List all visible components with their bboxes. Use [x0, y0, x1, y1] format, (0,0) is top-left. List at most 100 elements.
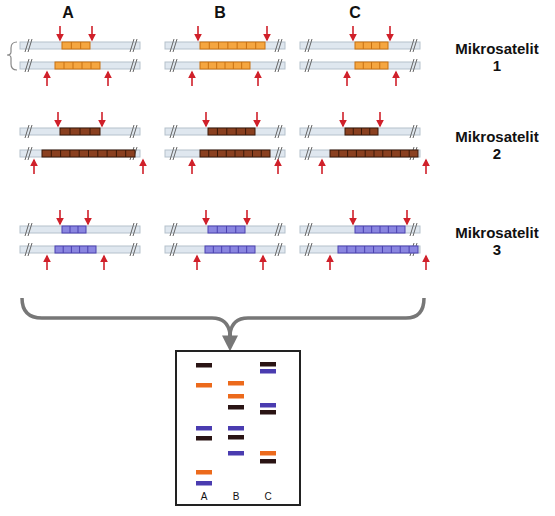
primer-arrow: [257, 72, 259, 86]
break-mark: [278, 125, 282, 138]
primer-arrow: [59, 210, 61, 224]
repeat-divider: [80, 42, 81, 49]
break-mark: [133, 59, 137, 72]
repeat-divider: [346, 246, 347, 253]
primer-arrow: [101, 112, 103, 126]
primer-arrow: [191, 72, 193, 86]
repeat-segment: [200, 150, 270, 157]
column-header: C: [345, 4, 365, 22]
chromosome-bar: [20, 42, 140, 49]
repeat-divider: [338, 150, 339, 157]
gel-band: [260, 369, 276, 374]
break-mark: [278, 223, 282, 236]
break-mark: [278, 147, 282, 160]
break-mark: [413, 125, 417, 138]
repeat-divider: [353, 128, 354, 135]
repeat-divider: [237, 42, 238, 49]
primer-arrow: [196, 256, 198, 270]
primer-arrow: [346, 72, 348, 86]
primer-arrow: [262, 256, 264, 270]
chromosome-bar: [300, 150, 420, 157]
repeat-divider: [79, 246, 80, 253]
break-mark: [173, 223, 177, 236]
repeat-divider: [391, 246, 392, 253]
gel-band: [260, 362, 276, 367]
gel-band: [260, 410, 276, 415]
repeat-divider: [88, 150, 89, 157]
repeat-divider: [230, 246, 231, 253]
primer-arrow: [57, 112, 59, 126]
repeat-divider: [241, 62, 242, 69]
primer-arrow: [91, 26, 93, 40]
primer-arrow: [342, 112, 344, 126]
primer-arrow: [46, 72, 48, 86]
repeat-divider: [208, 150, 209, 157]
break-mark: [278, 39, 282, 52]
break-mark: [28, 223, 32, 236]
break-mark: [28, 39, 32, 52]
gel-band: [196, 470, 212, 475]
repeat-divider: [400, 246, 401, 253]
repeat-divider: [363, 62, 364, 69]
primer-arrow: [103, 256, 105, 270]
repeat-divider: [78, 226, 79, 233]
break-mark: [173, 125, 177, 138]
repeat-segment: [330, 150, 418, 157]
gel-band: [228, 394, 244, 399]
break-mark: [173, 243, 177, 256]
break-mark: [133, 243, 137, 256]
break-mark: [413, 59, 417, 72]
repeat-divider: [70, 226, 71, 233]
chromosome-bar: [165, 246, 285, 253]
repeat-segment: [355, 42, 388, 49]
column-header: A: [58, 4, 78, 22]
primer-arrow: [352, 26, 354, 40]
gel-box: [176, 351, 300, 505]
repeat-divider: [409, 150, 410, 157]
repeat-divider: [235, 226, 236, 233]
repeat-divider: [97, 150, 98, 157]
primer-arrow: [406, 210, 408, 224]
repeat-divider: [82, 62, 83, 69]
repeat-segment: [62, 226, 86, 233]
repeat-divider: [373, 246, 374, 253]
chromosome-bar: [300, 42, 420, 49]
repeat-divider: [261, 150, 262, 157]
repeat-divider: [226, 226, 227, 233]
lane-label: A: [197, 491, 211, 503]
repeat-divider: [116, 150, 117, 157]
primer-arrow: [246, 210, 248, 224]
repeat-divider: [51, 150, 52, 157]
chromosome-bar: [20, 128, 140, 135]
break-mark: [133, 125, 137, 138]
break-mark: [28, 59, 32, 72]
repeat-divider: [369, 128, 370, 135]
repeat-divider: [91, 62, 92, 69]
primer-arrow: [329, 256, 331, 270]
break-mark: [28, 147, 32, 160]
repeat-segment: [338, 246, 418, 253]
gel-band: [228, 381, 244, 386]
chromosome-bar: [300, 128, 420, 135]
repeat-divider: [64, 62, 65, 69]
repeat-divider: [374, 150, 375, 157]
repeat-segment: [205, 246, 255, 253]
repeat-divider: [355, 246, 356, 253]
primer-arrow: [107, 72, 109, 86]
repeat-divider: [245, 128, 246, 135]
break-mark: [278, 59, 282, 72]
repeat-divider: [69, 150, 70, 157]
gel-band: [196, 363, 212, 368]
chromosome-pairs: [20, 26, 426, 270]
primer-arrow: [379, 112, 381, 126]
repeat-divider: [364, 246, 365, 253]
break-mark: [308, 125, 312, 138]
repeat-divider: [371, 226, 372, 233]
chromosome-bar: [165, 128, 285, 135]
gel-band: [228, 426, 244, 431]
primer-arrow: [389, 26, 391, 40]
primer-arrow: [266, 26, 268, 40]
chromosome-bar: [300, 246, 420, 253]
repeat-divider: [252, 150, 253, 157]
repeat-divider: [396, 226, 397, 233]
